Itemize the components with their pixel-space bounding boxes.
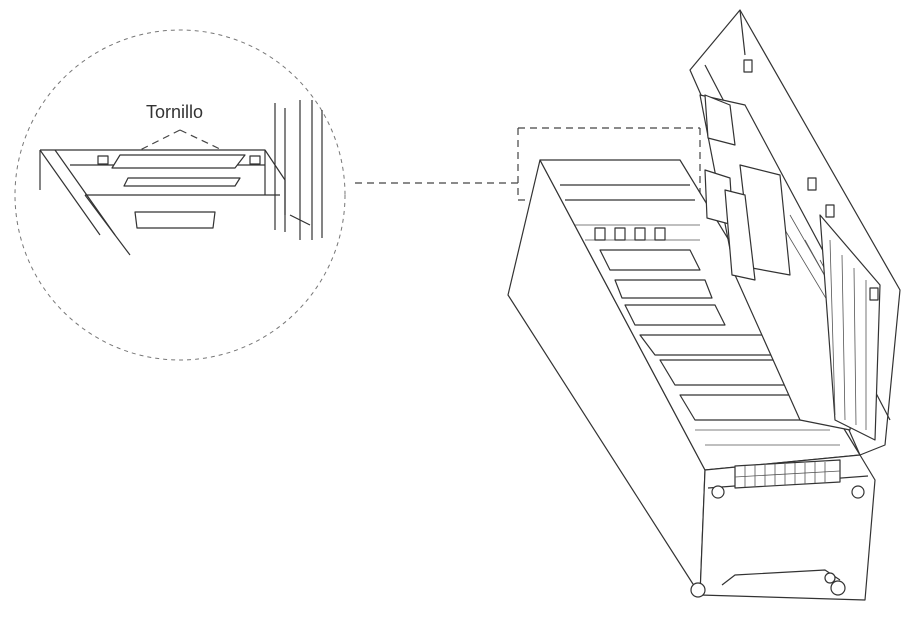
vent-grille xyxy=(734,459,841,489)
mount-hole-bottom-right xyxy=(830,580,846,596)
detail-circle-outline xyxy=(14,29,346,361)
mount-hole-top-right xyxy=(851,485,865,499)
door-hinge-bottom xyxy=(869,287,879,301)
callout-pointer-right xyxy=(179,129,223,151)
door-hinge-middle xyxy=(807,177,817,191)
detail-casing xyxy=(39,100,323,256)
door-hinge-lower xyxy=(825,204,835,218)
interior-components xyxy=(560,184,840,446)
mount-hole-bottom-left xyxy=(690,582,706,598)
detail-magnifier: Tornillo xyxy=(14,29,346,361)
inverter-device xyxy=(507,9,901,601)
mount-hole-top-left xyxy=(711,485,725,499)
callout-pointer-left xyxy=(139,129,181,151)
device-front-cover xyxy=(699,454,876,601)
screw-terminal-strip xyxy=(111,154,246,169)
detail-label-plate xyxy=(134,211,216,229)
detail-screw-right xyxy=(249,155,261,165)
door-hinge-top xyxy=(743,59,753,73)
detail-screw-left xyxy=(97,155,109,165)
hinged-door xyxy=(689,9,901,456)
callout-label: Tornillo xyxy=(146,102,203,122)
terminal-block-upper xyxy=(704,94,736,146)
